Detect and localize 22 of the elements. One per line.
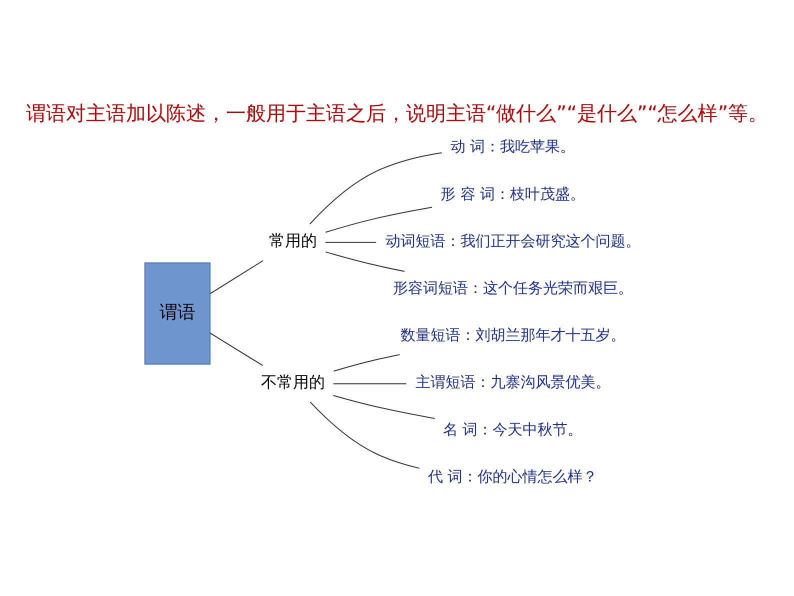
- connector: [324, 242, 377, 243]
- connector: [325, 251, 405, 272]
- connector: [309, 152, 442, 225]
- node-text: 形 容 词：枝叶茂盛。: [440, 184, 586, 203]
- node-text: 动 词：我吃苹果。: [450, 138, 576, 156]
- connector: [310, 402, 420, 469]
- connector: [210, 332, 264, 366]
- connector: [333, 354, 400, 372]
- diagram-title: 谓语对主语加以陈述，一般用于主语之后，说明主语“做什么”“是什么”“怎么样”等。: [26, 101, 768, 126]
- node-text: 代 词：你的心情怎么样？: [428, 467, 598, 486]
- node-text: 数量短语：刘胡兰那年才十五岁。: [400, 326, 626, 344]
- node-text: 动词短语：我们正开会研究这个问题。: [385, 232, 640, 250]
- node-text: 形容词短语：这个任务光荣而艰巨。: [392, 278, 633, 297]
- connector: [332, 383, 407, 384]
- node-text: 常用的: [269, 231, 318, 250]
- node-text: 不常用的: [261, 372, 326, 392]
- node-text: 名 词：今天中秋节。: [442, 420, 583, 438]
- node-box: 谓语: [144, 262, 211, 365]
- node-text: 主谓短语：九寨沟风景优美。: [415, 373, 610, 392]
- connector: [210, 260, 264, 294]
- connector: [332, 395, 436, 419]
- connector: [325, 206, 433, 233]
